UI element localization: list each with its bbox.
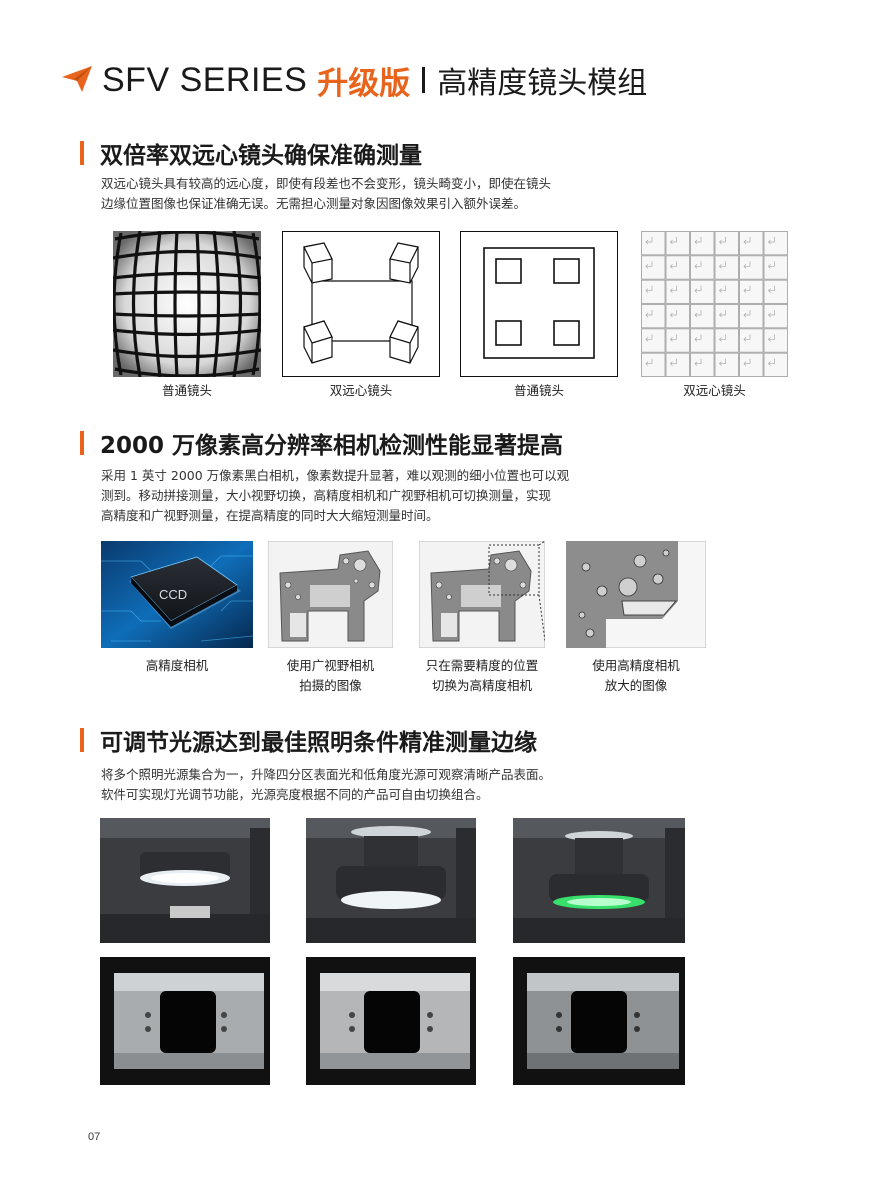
zoom-selection-image — [419, 541, 545, 648]
wide-view-image — [268, 541, 393, 648]
page-number: 07 — [88, 1131, 101, 1143]
telecentric-squares-image — [460, 231, 618, 377]
section1-line: 边缘位置图像也保证准确无误。无需担心测量对象因图像效果引入额外误差。 — [101, 196, 527, 211]
part-photo-1 — [100, 957, 270, 1085]
section3-line: 软件可实现灯光调节功能，光源亮度根据不同的产品可自由切换组合。 — [101, 787, 489, 802]
caption-line: 使用广视野相机 — [286, 658, 375, 673]
section2-title: 2000 万像素高分辨率相机检测性能显著提高 — [80, 428, 564, 459]
caption-telecentric-lens: 双远心镜头 — [329, 383, 393, 398]
section1-title: 双倍率双远心镜头确保准确测量 — [80, 138, 422, 169]
light-source-photo-2 — [306, 818, 476, 943]
caption-normal-lens: 普通镜头 — [513, 383, 564, 398]
caption-line: 切换为高精度相机 — [431, 678, 532, 693]
section-marker — [80, 431, 84, 455]
perspective-boxes-image — [282, 231, 440, 377]
page-header: SFV SERIES 升级版 高精度镜头模组 — [102, 58, 647, 102]
caption-line: 只在需要精度的位置 — [425, 658, 539, 673]
paper-plane-icon — [62, 66, 92, 92]
caption-magnified-image: 使用高精度相机 放大的图像 — [566, 656, 706, 696]
section-marker — [80, 141, 84, 165]
ccd-chip-label: CCD — [159, 587, 187, 602]
caption-switch-camera: 只在需要精度的位置 切换为高精度相机 — [413, 656, 551, 696]
caption-line: 使用高精度相机 — [592, 658, 680, 673]
section2-line: 高精度和广视野测量，在提高精度的同时大大缩短测量时间。 — [101, 508, 439, 523]
distorted-grid-image — [113, 231, 261, 377]
section3-line: 将多个照明光源集合为一，升降四分区表面光和低角度光源可观察清晰产品表面。 — [101, 767, 552, 782]
section1-title-text: 双倍率双远心镜头确保准确测量 — [100, 143, 422, 169]
light-source-photo-1 — [100, 818, 270, 943]
section1-body: 双远心镜头具有较高的远心度，即使有段差也不会变形，镜头畸变小，即使在镜头 边缘位… — [101, 174, 551, 214]
caption-wide-view-image: 使用广视野相机 拍摄的图像 — [262, 656, 399, 696]
ccd-chip-image: CCD — [101, 541, 253, 648]
section3-title-text: 可调节光源达到最佳照明条件精准测量边缘 — [100, 730, 537, 756]
part-photo-3 — [513, 957, 685, 1085]
section-marker — [80, 728, 84, 752]
header-divider — [422, 67, 426, 93]
tiled-grid-image — [641, 231, 788, 377]
section3-body: 将多个照明光源集合为一，升降四分区表面光和低角度光源可观察清晰产品表面。 软件可… — [101, 765, 551, 805]
magnified-image — [566, 541, 706, 648]
series-name: SFV SERIES — [102, 60, 308, 99]
caption-line: 高精度相机 — [145, 658, 209, 673]
section2-line: 测到。移动拼接测量，大小视野切换，高精度相机和广视野相机可切换测量，实现 — [101, 488, 552, 503]
section1-line: 双远心镜头具有较高的远心度，即使有段差也不会变形，镜头畸变小，即使在镜头 — [101, 176, 552, 191]
section2-line: 采用 1 英寸 2000 万像素黑白相机，像素数提升显著，难以观测的细小位置也可… — [101, 468, 570, 483]
caption-high-precision-camera: 高精度相机 — [101, 656, 253, 676]
caption-telecentric-lens: 双远心镜头 — [683, 383, 746, 398]
section2-body: 采用 1 英寸 2000 万像素黑白相机，像素数提升显著，难以观测的细小位置也可… — [101, 466, 569, 526]
header-subtitle: 高精度镜头模组 — [437, 66, 648, 101]
upgrade-label: 升级版 — [317, 65, 411, 102]
section3-title: 可调节光源达到最佳照明条件精准测量边缘 — [80, 725, 537, 756]
caption-line: 放大的图像 — [604, 678, 668, 693]
light-source-photo-3 — [513, 818, 685, 943]
caption-normal-lens: 普通镜头 — [161, 383, 212, 398]
caption-line: 拍摄的图像 — [299, 678, 362, 693]
section2-title-text: 2000 万像素高分辨率相机检测性能显著提高 — [100, 433, 564, 459]
part-photo-2 — [306, 957, 476, 1085]
